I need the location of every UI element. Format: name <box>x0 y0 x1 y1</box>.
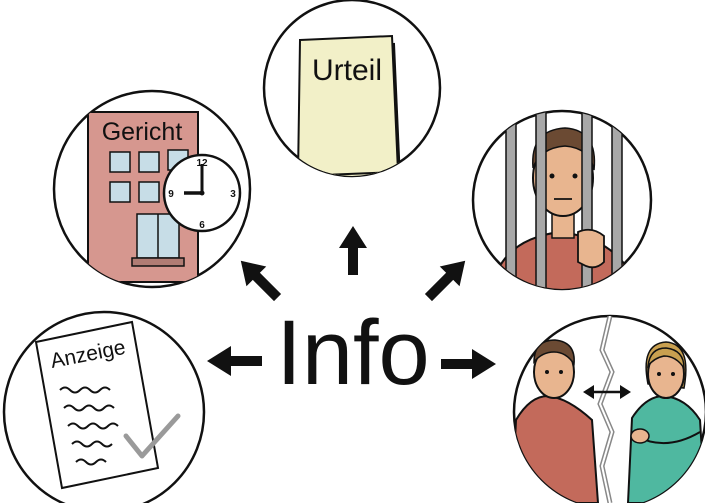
circle-gericht: Gericht 12 3 6 9 <box>52 89 252 289</box>
double-arrow-icon <box>583 385 631 399</box>
arrow-right-icon <box>441 349 496 379</box>
man-behind-bars-icon <box>488 111 642 289</box>
clock-number-3: 3 <box>230 189 236 200</box>
circle-separation <box>512 314 705 503</box>
arrow-left-icon <box>207 346 262 376</box>
center-label: Info <box>276 302 429 404</box>
gericht-label: Gericht <box>102 118 183 146</box>
clock-number-12: 12 <box>196 158 208 169</box>
circle-urteil: Urteil <box>262 0 442 178</box>
urteil-label: Urteil <box>312 54 382 87</box>
arrow-up-right-icon <box>424 260 466 302</box>
circle-jail <box>471 109 653 291</box>
verdict-document-icon: Urteil <box>296 34 402 176</box>
arrow-up-left-icon <box>240 260 282 302</box>
clock-number-9: 9 <box>168 189 174 200</box>
clock-number-6: 6 <box>199 220 205 231</box>
complaint-document-checkmark-icon: Anzeige <box>34 320 181 490</box>
circle-anzeige: Anzeige <box>2 310 206 503</box>
arrow-up-icon <box>339 226 367 275</box>
clock-icon: 12 3 6 9 <box>162 153 242 233</box>
court-building-clock-icon: Gericht 12 3 6 9 <box>87 111 242 283</box>
